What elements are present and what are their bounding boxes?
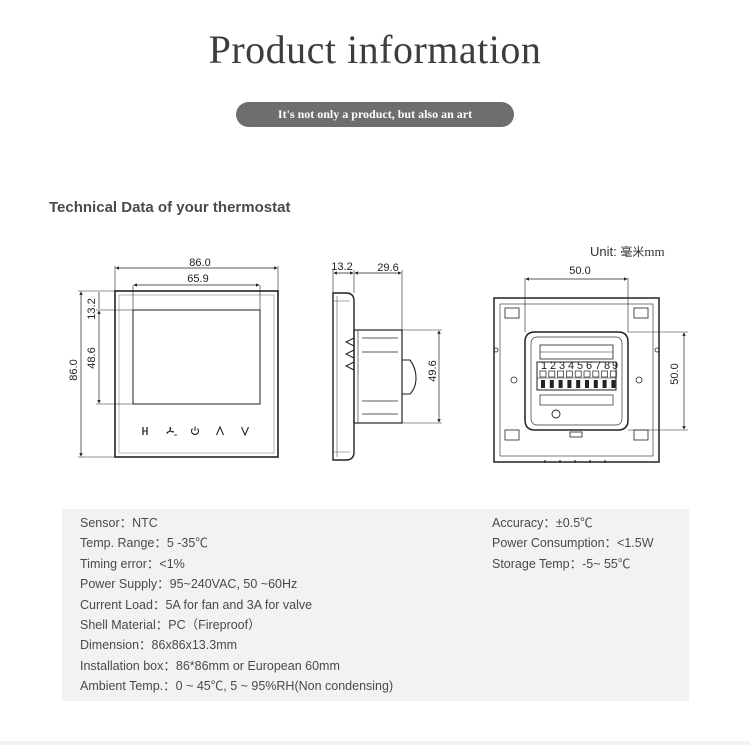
- front-width-screen-label: 65.9: [187, 273, 208, 285]
- spec-shell-material: Shell Material：PC（Fireproof）: [80, 618, 261, 633]
- side-height-label: 49.6: [427, 360, 439, 381]
- down-arrow-icon: [240, 426, 250, 437]
- unit-label-prefix: Unit:: [590, 244, 621, 259]
- unit-label-mm: mm: [644, 244, 665, 259]
- side-connector: [402, 359, 417, 395]
- front-width-outer-label: 86.0: [189, 257, 210, 269]
- terminal-8: 8: [604, 360, 610, 372]
- spec-accuracy: Accuracy：±0.5℃: [492, 516, 593, 530]
- terminal-2: 2: [550, 360, 556, 372]
- terminal-screw: [548, 370, 556, 378]
- spec-temp-range: Temp. Range：5 -35℃: [80, 536, 208, 551]
- terminal-slot: [576, 380, 581, 388]
- terminal-slot: [611, 380, 616, 388]
- side-depth-label: 29.6: [377, 262, 398, 274]
- spec-power-supply: Power Supply：95~240VAC, 50 ~60Hz: [80, 577, 298, 592]
- spec-storage-temp: Storage Temp：-5~ 55℃: [492, 556, 631, 571]
- terminal-4: 4: [568, 360, 574, 372]
- spec-timing-error: Timing error：<1%: [80, 556, 185, 571]
- front-height-screen-label: 48.6: [86, 347, 98, 368]
- back-height-label: 50.0: [669, 363, 681, 384]
- back-outer-frame: [493, 297, 660, 463]
- side-thickness-label: 13.2: [331, 261, 352, 273]
- spec-current-load: Current Load：5A for fan and 3A for valve: [80, 597, 313, 612]
- spec-sensor: Sensor：NTC: [80, 516, 158, 530]
- tagline-badge: It's not only a product, but also an art: [236, 102, 514, 127]
- spec-column-left: Sensor：NTC Temp. Range：5 -35℃ Timing err…: [80, 513, 393, 697]
- terminal-slot: [549, 380, 554, 388]
- spec-installation-box: Installation box：86*86mm or European 60m…: [80, 658, 340, 673]
- back-module: [524, 331, 629, 431]
- fan-icon: [166, 427, 177, 436]
- side-view: 13.2 29.6 49.6: [331, 261, 442, 461]
- spec-column-right: Accuracy：±0.5℃ Power Consumption：<1.5W S…: [492, 513, 654, 574]
- back-width-label: 50.0: [569, 265, 590, 277]
- spec-power-consumption: Power Consumption：<1.5W: [492, 536, 654, 551]
- back-view: 1 2 3 4 5 6 7 8 9 50.0 50.0: [493, 265, 688, 463]
- footer-bar: [0, 741, 750, 745]
- terminal-screw: [592, 370, 600, 378]
- terminal-1: 1: [541, 360, 547, 372]
- power-icon: [190, 426, 200, 435]
- terminal-slot: [541, 380, 545, 388]
- front-screen: [132, 309, 261, 405]
- unit-label-chinese: 毫米: [620, 245, 645, 259]
- terminal-6: 6: [586, 360, 592, 372]
- terminal-screw: [601, 370, 608, 378]
- spec-panel: Sensor：NTC Temp. Range：5 -35℃ Timing err…: [62, 509, 689, 701]
- terminal-slot: [585, 380, 589, 388]
- terminal-screw: [610, 370, 617, 378]
- terminal-slot: [593, 380, 598, 388]
- terminal-screw: [539, 370, 547, 378]
- front-height-outer-label: 86.0: [68, 359, 80, 380]
- front-inner-bezel: [118, 294, 275, 454]
- side-front-panel: [332, 292, 355, 461]
- terminal-screw: [557, 370, 564, 378]
- front-outer-frame: [114, 290, 279, 458]
- spec-dimension: Dimension：86x86x13.3mm: [80, 638, 238, 653]
- front-top-offset-label: 13.2: [86, 298, 98, 319]
- terminal-7: 7: [595, 360, 601, 372]
- spec-ambient-temp: Ambient Temp.：0 ~ 45℃, 5 ~ 95%RH(Non con…: [80, 679, 394, 694]
- section-heading: Technical Data of your thermostat: [49, 199, 291, 216]
- terminal-9: 9: [612, 360, 618, 372]
- terminal-block: [536, 361, 617, 391]
- terminal-screw: [566, 370, 573, 378]
- side-back-body: [353, 329, 403, 424]
- terminal-3: 3: [559, 360, 565, 372]
- terminal-5: 5: [577, 360, 583, 372]
- unit-label: Unit: 毫米mm: [590, 243, 665, 260]
- terminal-slot: [602, 380, 607, 388]
- terminal-slot: [558, 380, 563, 388]
- terminal-screw: [583, 370, 591, 378]
- terminal-screw: [574, 370, 582, 378]
- page-title: Product information: [208, 27, 542, 72]
- front-view: 86.0 65.9 86.0 48.6 13.2: [68, 257, 279, 458]
- terminal-slot: [567, 380, 572, 388]
- power-icon: [142, 427, 148, 435]
- up-arrow-icon: [215, 425, 225, 436]
